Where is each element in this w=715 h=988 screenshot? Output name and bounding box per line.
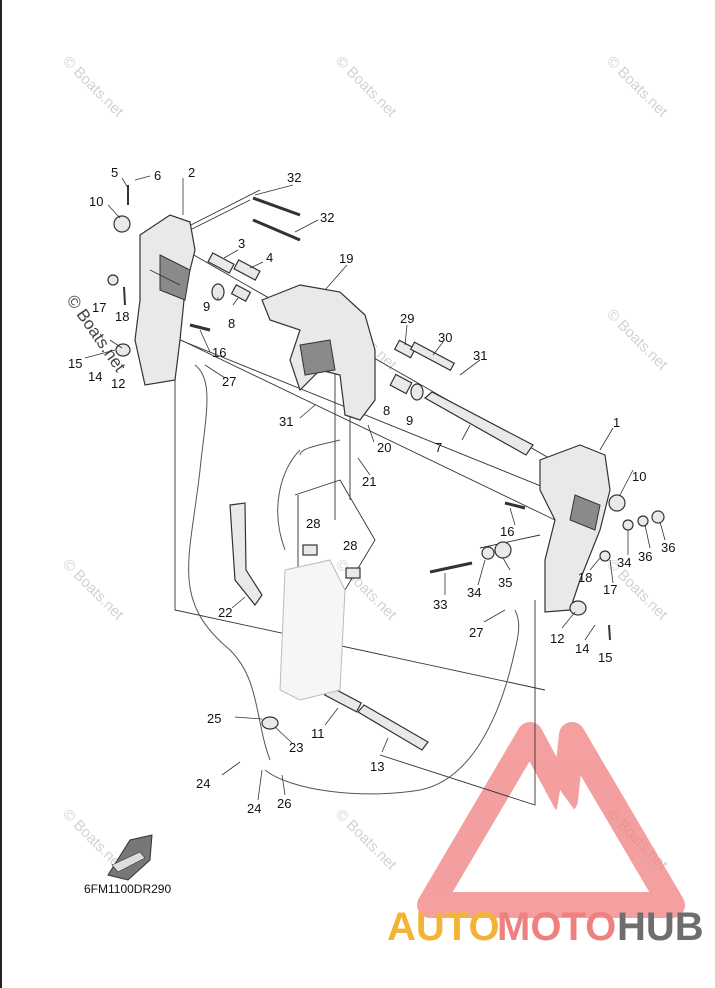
callout-2: 2 bbox=[188, 165, 195, 180]
grease-hose bbox=[229, 502, 263, 607]
callout-23: 23 bbox=[289, 740, 303, 755]
callout-29: 29 bbox=[400, 311, 414, 326]
callout-22: 22 bbox=[218, 605, 232, 620]
callout-12b: 12 bbox=[550, 631, 564, 646]
callout-18b: 18 bbox=[578, 570, 592, 585]
tilt-unit-outline bbox=[279, 559, 346, 701]
callout-21: 21 bbox=[362, 474, 376, 489]
cables bbox=[188, 364, 520, 795]
callout-6: 6 bbox=[154, 168, 161, 183]
forward-arrow-icon bbox=[107, 834, 153, 881]
brand-part-hub: HUB bbox=[617, 905, 704, 949]
callout-26: 26 bbox=[277, 796, 291, 811]
callout-17b: 17 bbox=[603, 582, 617, 597]
callout-4: 4 bbox=[266, 250, 273, 265]
callout-16: 16 bbox=[212, 345, 226, 360]
callout-32: 32 bbox=[287, 170, 301, 185]
callout-16b: 16 bbox=[500, 524, 514, 539]
callout-14: 14 bbox=[88, 369, 102, 384]
callout-31b: 31 bbox=[279, 414, 293, 429]
callout-3: 3 bbox=[238, 236, 245, 251]
left-border-line bbox=[0, 0, 2, 988]
callout-11: 11 bbox=[311, 726, 325, 741]
callout-30: 30 bbox=[438, 330, 452, 345]
callout-15: 15 bbox=[68, 356, 82, 371]
watermark-text: © Boats.net bbox=[332, 53, 400, 121]
callout-14b: 14 bbox=[575, 641, 589, 656]
callout-19: 19 bbox=[339, 251, 353, 266]
callout-7: 7 bbox=[435, 440, 442, 455]
diagram-code: 6FM1100DR290 bbox=[84, 882, 171, 896]
callout-1: 1 bbox=[613, 415, 620, 430]
watermark-text: © Boats.net bbox=[603, 306, 671, 374]
callout-24b: 24 bbox=[247, 801, 261, 816]
brand-wordmark: AUTO MOTO HUB bbox=[387, 905, 704, 949]
callout-33: 33 bbox=[433, 597, 447, 612]
callout-31: 31 bbox=[473, 348, 487, 363]
clamp-bracket-right bbox=[539, 444, 611, 613]
callout-12: 12 bbox=[111, 376, 125, 391]
watermark-text: © Boats.net bbox=[59, 556, 127, 624]
callout-32b: 32 bbox=[320, 210, 334, 225]
leader-lines bbox=[84, 175, 666, 801]
bolts bbox=[123, 185, 611, 641]
logo-mark bbox=[417, 722, 685, 918]
callout-13: 13 bbox=[370, 759, 384, 774]
callout-9b: 9 bbox=[406, 413, 413, 428]
callout-labels: 1 2 3 4 5 6 7 8 8 9 9 10 10 11 12 12 13 … bbox=[68, 165, 675, 816]
callout-10b: 10 bbox=[632, 469, 646, 484]
callout-34b: 34 bbox=[617, 555, 631, 570]
callout-5: 5 bbox=[111, 165, 118, 180]
callout-10: 10 bbox=[89, 194, 103, 209]
callout-27b: 27 bbox=[469, 625, 483, 640]
callout-25: 25 bbox=[207, 711, 221, 726]
callout-8: 8 bbox=[228, 316, 235, 331]
callout-27: 27 bbox=[222, 374, 236, 389]
callout-15b: 15 bbox=[598, 650, 612, 665]
callout-36b: 36 bbox=[661, 540, 675, 555]
callout-24: 24 bbox=[196, 776, 210, 791]
watermark-text: © Boats.net bbox=[332, 806, 400, 874]
callout-8b: 8 bbox=[383, 403, 390, 418]
callout-35: 35 bbox=[498, 575, 512, 590]
callout-18: 18 bbox=[115, 309, 129, 324]
brand-part-auto: AUTO bbox=[387, 905, 500, 949]
callout-9: 9 bbox=[203, 299, 210, 314]
callout-17: 17 bbox=[92, 300, 106, 315]
callout-28: 28 bbox=[306, 516, 320, 531]
lower-tube bbox=[357, 704, 429, 751]
clamp-bracket-left bbox=[134, 214, 196, 386]
callout-28b: 28 bbox=[343, 538, 357, 553]
watermark-text: © Boats.net bbox=[59, 53, 127, 121]
tilt-tube bbox=[423, 391, 534, 456]
swivel-bracket bbox=[261, 284, 376, 421]
callout-36: 36 bbox=[638, 549, 652, 564]
watermark-text: © Boats.net bbox=[603, 53, 671, 121]
callout-20: 20 bbox=[377, 440, 391, 455]
callout-34: 34 bbox=[467, 585, 481, 600]
brand-part-moto: MOTO bbox=[497, 905, 616, 949]
